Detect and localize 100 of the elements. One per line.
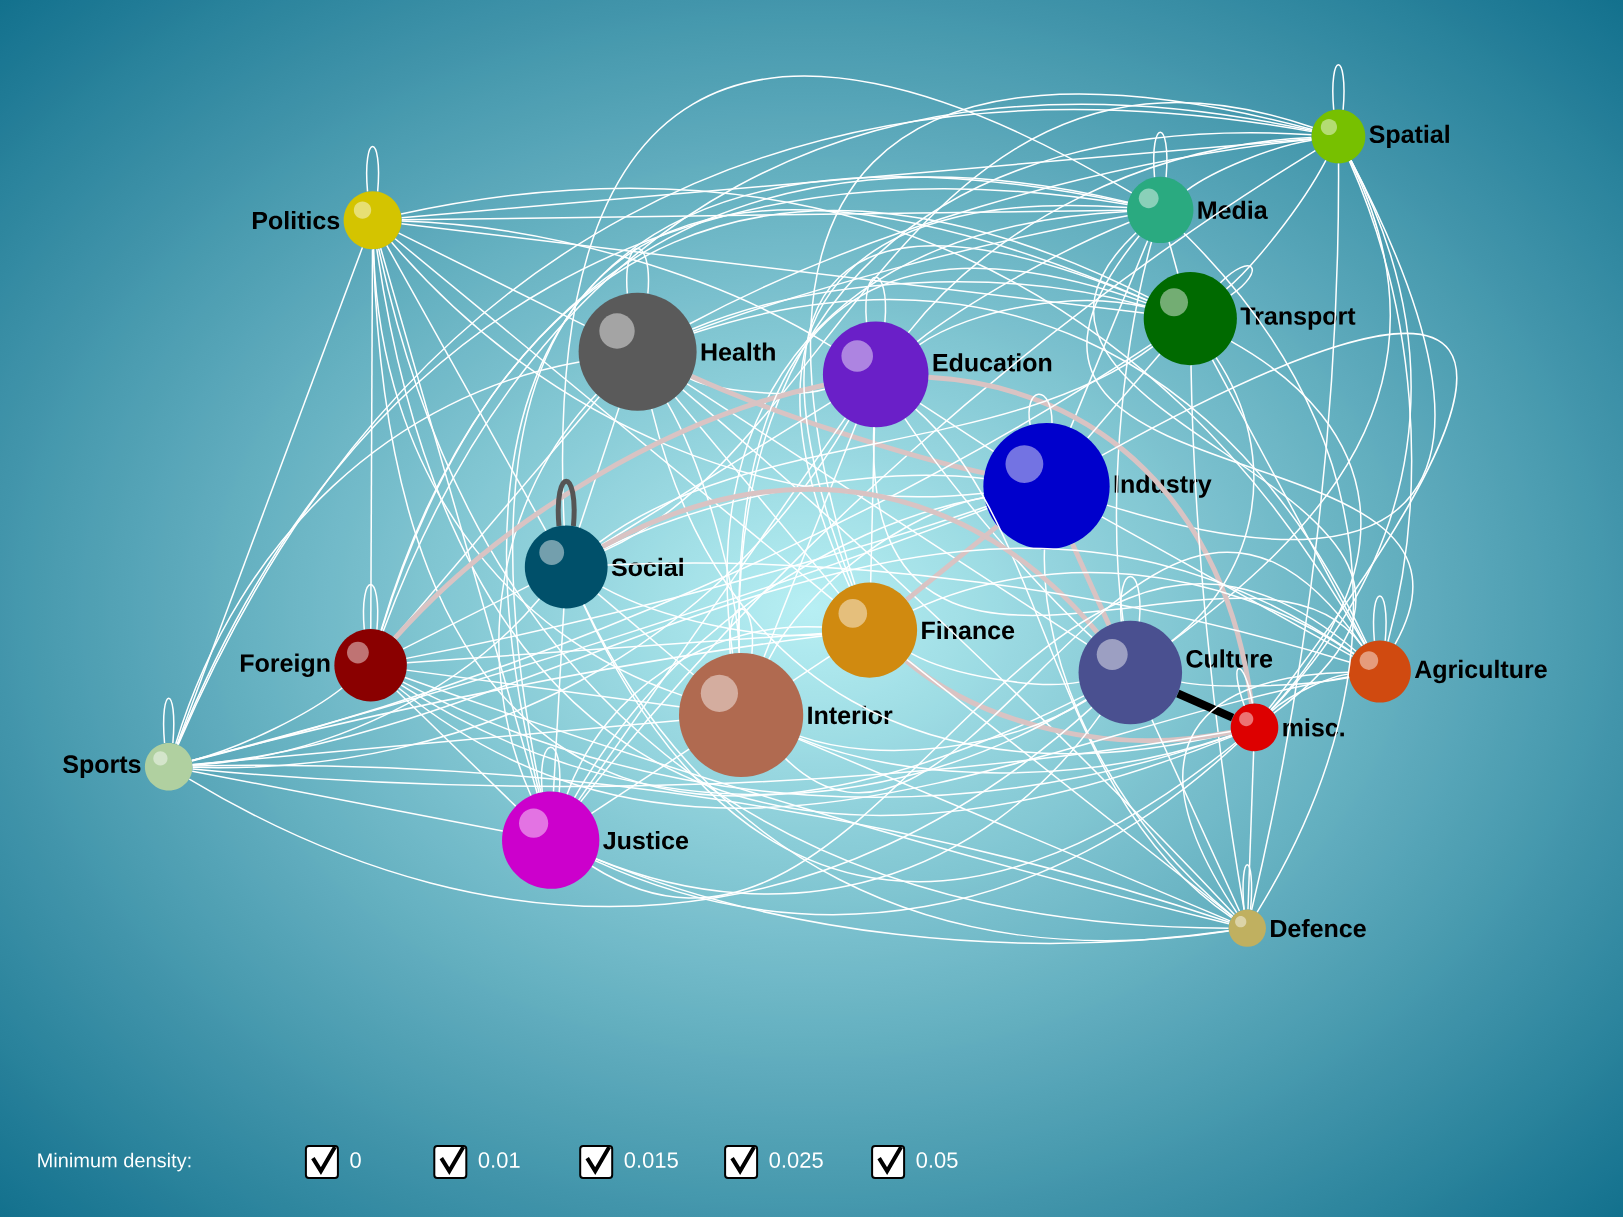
edge-line <box>907 136 1313 334</box>
edge-line <box>738 268 1147 654</box>
edge-line <box>402 584 530 650</box>
edge-line <box>726 210 1128 654</box>
edge-line <box>191 343 1152 762</box>
edge-line <box>666 402 741 654</box>
edge-line <box>1171 159 1392 643</box>
sphere: Agriculture <box>1348 640 1547 703</box>
edge-line <box>869 426 876 584</box>
edge-line <box>692 215 1129 332</box>
edge-line <box>873 426 1363 647</box>
self-loop <box>362 583 379 631</box>
sphere: Health <box>578 292 775 411</box>
edge-line <box>598 345 1154 543</box>
sphere: Spatial <box>1311 109 1449 164</box>
edge-line <box>191 687 343 762</box>
edge-line <box>1270 159 1412 711</box>
edge-line <box>498 393 598 797</box>
edge-line <box>401 220 832 347</box>
edge-line <box>400 137 1313 219</box>
self-loop <box>162 697 175 744</box>
node-label: Spatial <box>1369 124 1449 149</box>
self-loop <box>865 276 887 323</box>
edge-line <box>379 247 538 794</box>
edge-line <box>394 238 834 601</box>
edge-line <box>390 241 985 498</box>
sphere: Defence <box>1228 909 1366 947</box>
edge-line <box>1115 241 1153 622</box>
checkbox-label: 0 <box>350 1152 361 1168</box>
control-label: Minimum density: <box>38 1152 191 1172</box>
edge-line <box>578 407 620 529</box>
edge-line <box>1086 234 1414 645</box>
edge-line <box>1168 241 1179 275</box>
edge-line <box>916 221 1131 343</box>
self-loop <box>540 746 561 793</box>
sphere: Foreign <box>240 629 407 702</box>
edge-line <box>176 246 364 745</box>
node-label: Agriculture <box>1414 659 1547 684</box>
edge-line <box>400 222 1145 314</box>
edge-line <box>803 245 1148 587</box>
self-loop <box>1153 131 1168 178</box>
node-label: Health <box>701 342 775 361</box>
node-label: Politics <box>252 211 340 230</box>
edge-line <box>562 75 1133 527</box>
edge-line <box>686 383 1088 645</box>
edge-line <box>396 689 517 807</box>
edge-line <box>191 770 504 832</box>
edge-line <box>689 138 1313 325</box>
self-loop <box>1028 393 1053 426</box>
edge-line <box>393 382 825 640</box>
edge-line <box>799 204 1128 588</box>
edge-line <box>905 524 999 602</box>
edge-line <box>191 419 850 769</box>
edge-line <box>1101 333 1458 710</box>
edge-line <box>1093 231 1356 714</box>
checkbox-label: 0.01 <box>478 1152 520 1168</box>
edge-line <box>370 248 374 630</box>
self-loop <box>366 145 380 193</box>
edge-line <box>690 374 986 476</box>
edge-line <box>1211 359 1366 645</box>
checkbox-label: 0.05 <box>916 1152 958 1168</box>
edge-line <box>1225 159 1327 290</box>
node-label: Foreign <box>240 653 330 677</box>
edge-line <box>919 402 995 453</box>
edge-line <box>176 188 1129 746</box>
checkbox-label: 0.015 <box>624 1152 678 1168</box>
self-loop <box>1332 64 1345 111</box>
edge-line <box>175 361 581 745</box>
edge-line <box>1186 139 1313 191</box>
edge-line <box>810 94 1313 586</box>
node-label: Social <box>611 557 683 577</box>
edge-line <box>177 109 1313 746</box>
edge-line <box>602 474 985 550</box>
edge-line <box>1069 239 1149 429</box>
edge-line <box>674 396 840 595</box>
edge-line <box>603 103 1314 552</box>
edge-line <box>693 298 1368 644</box>
edge-line <box>386 244 547 532</box>
self-loop <box>555 479 577 527</box>
edge-line <box>398 232 586 327</box>
node-label: Sports <box>63 755 141 779</box>
sphere: Sports <box>63 742 193 791</box>
sphere: Social <box>524 525 683 609</box>
sphere: Politics <box>252 191 402 250</box>
edge-line <box>552 607 565 793</box>
self-loop <box>1372 595 1387 642</box>
edge-line <box>382 103 1313 632</box>
checkbox-label: 0.025 <box>769 1152 823 1168</box>
edge-line <box>904 417 1093 639</box>
self-loop <box>626 247 650 295</box>
edge-line <box>191 719 680 766</box>
edge-line <box>1348 160 1413 643</box>
edge-line <box>691 281 1146 330</box>
edge-line <box>1170 356 1255 642</box>
edge-line <box>372 248 683 697</box>
edge-line <box>401 209 1128 221</box>
edge-line <box>918 299 1146 346</box>
edge-line <box>600 401 832 546</box>
self-loop <box>1219 265 1253 296</box>
edge-line <box>1087 353 1161 439</box>
